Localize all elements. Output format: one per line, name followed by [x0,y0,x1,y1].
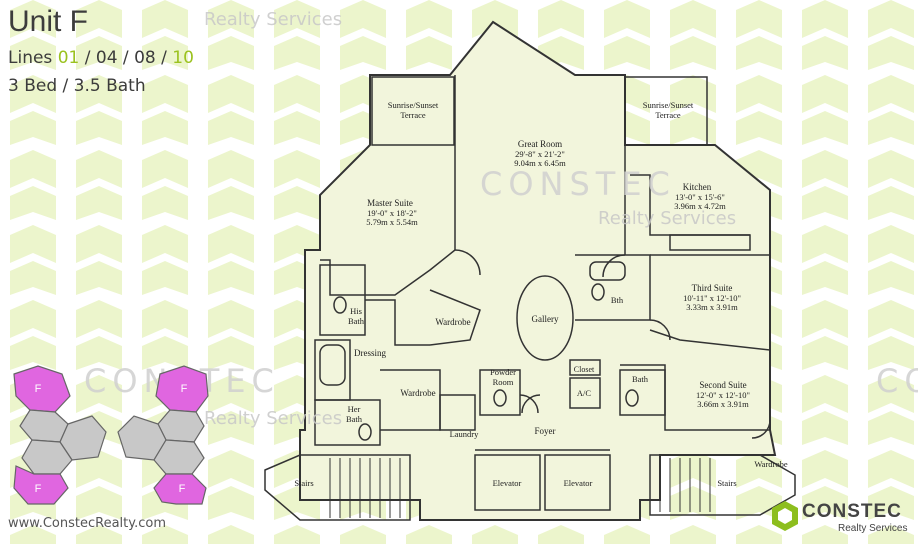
bath-second-label: Bath [632,374,649,384]
master-suite-dim-metric: 5.79m x 5.54m [366,217,418,227]
laundry-label: Laundry [450,429,480,439]
her-bath-line2: Bath [346,414,363,424]
unit-header: Unit F Lines 01 / 04 / 08 / 10 3 Bed / 3… [8,4,194,98]
keymap-letter-1: F [35,383,42,395]
terrace-left-line1: Sunrise/Sunset [388,100,439,110]
watermark-realty-top: Realty Services [204,9,343,30]
elevator-right-label: Elevator [564,478,593,488]
elevator-left-label: Elevator [493,478,522,488]
watermark-realty-left: Realty Services [204,408,343,429]
second-suite-dim-imperial: 12'-0" x 12'-10" [696,390,750,400]
building-keymap: F F F F [13,365,209,505]
logo-sub: Realty Services [838,523,908,534]
closet-label: Closet [574,365,595,374]
wardrobe-master-label: Wardrobe [435,317,470,327]
elevator-right-shaft [544,454,611,511]
terrace-right-line2: Terrace [655,110,681,120]
third-suite-name: Third Suite [692,283,733,293]
great-room-dim-metric: 9.04m x 6.45m [514,158,566,168]
watermark-realty-center: Realty Services [598,208,737,229]
line-number-2: 04 [95,48,118,68]
line-number-1: 01 [57,48,80,68]
logo-hex-icon [772,501,798,531]
beds-baths: 3 Bed / 3.5 Bath [8,76,146,96]
wardrobe-second-label: Wardrobe [754,459,788,469]
logo-name: CONSTEC [802,501,902,522]
unit-title: Unit F [8,5,89,38]
her-bath-line1: Her [348,404,361,414]
second-suite-name: Second Suite [699,380,746,390]
third-suite-dim-imperial: 10'-11" x 12'-10" [683,293,741,303]
keymap-unit-top-left [13,365,71,413]
unit-lines: Lines 01 / 04 / 08 / 10 [8,48,194,68]
terrace-right-line1: Sunrise/Sunset [643,100,694,110]
keymap-letter-4: F [179,483,186,495]
keymap-unit-top-right [155,365,209,413]
foyer-label: Foyer [535,426,556,436]
lines-prefix: Lines [8,48,53,68]
wardrobe-dressing-label: Wardrobe [400,388,435,398]
stairs-right-label: Stairs [717,478,736,488]
powder-room-line1: Powder [490,367,516,377]
powder-room-line2: Room [493,377,514,387]
dressing-label: Dressing [354,348,386,358]
watermark-constec-center: CONSTEC [480,165,676,203]
kitchen-name: Kitchen [683,182,712,192]
kitchen-dim-imperial: 13'-0" x 15'-6" [675,192,725,202]
keymap-letter-3: F [35,483,42,495]
keymap-unit-bottom-left [13,465,69,505]
master-suite-dim-imperial: 19'-0" x 18'-2" [367,208,417,218]
bath-third-label: Bth [611,295,624,305]
line-number-3: 08 [134,48,156,68]
kitchen-dim-metric: 3.96m x 4.72m [674,201,726,211]
stairs-left-label: Stairs [294,478,313,488]
constec-logo: CONSTEC Realty Services [770,498,915,538]
website-link[interactable]: www.ConstecRealty.com [8,516,166,531]
terrace-left [371,76,455,146]
terrace-right [624,76,708,146]
watermark-constec-right: CONSTEC [876,362,918,400]
ac-label: A/C [577,388,592,398]
keymap-unit-bottom-right [153,473,207,505]
his-bath-line2: Bath [348,316,365,326]
keymap-letter-2: F [181,383,188,395]
line-number-4: 10 [172,48,194,68]
elevator-left-shaft [474,454,541,511]
third-suite-dim-metric: 3.33m x 3.91m [686,302,738,312]
his-bath-line1: His [350,306,362,316]
great-room-dim-imperial: 29'-8" x 21'-2" [515,149,565,159]
terrace-left-line2: Terrace [400,110,426,120]
second-suite-dim-metric: 3.66m x 3.91m [697,399,749,409]
master-suite-name: Master Suite [367,198,413,208]
great-room-name: Great Room [518,139,562,149]
gallery-label: Gallery [532,314,559,324]
